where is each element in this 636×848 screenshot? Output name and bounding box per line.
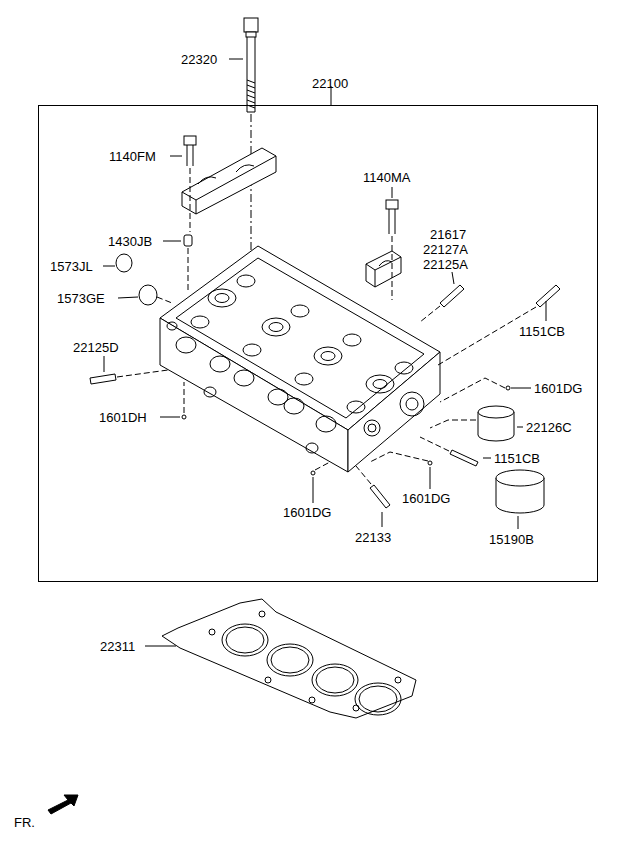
callout-number: 22126C <box>526 420 572 435</box>
cap-bolt <box>386 200 398 234</box>
leader-line <box>511 388 531 389</box>
head-gasket <box>162 599 416 718</box>
leader-line <box>103 266 115 267</box>
leader-line <box>430 467 431 489</box>
assembly-line <box>356 466 371 484</box>
leader-line <box>392 187 393 198</box>
assembly-line <box>420 306 440 322</box>
callout-number: 22125D <box>73 340 119 355</box>
callout-number: FR. <box>14 815 35 830</box>
assembly-line <box>420 437 449 451</box>
callout-number: 22311 <box>100 639 135 654</box>
plug <box>116 254 132 272</box>
assembly-line <box>370 452 428 462</box>
callout-number: 22125A <box>423 257 468 272</box>
assembly-line <box>315 462 330 470</box>
stud <box>536 285 560 307</box>
leader-line <box>518 516 519 529</box>
callout-number: 22320 <box>181 52 217 67</box>
dowel <box>506 386 510 390</box>
leader-line <box>118 297 138 298</box>
callout-number: 1430JB <box>108 234 152 249</box>
callout-number: 22127A <box>423 242 468 257</box>
callout-number: 1151CB <box>494 451 540 466</box>
leader-line <box>163 241 181 242</box>
assembly-line <box>392 236 393 300</box>
dowel-pin <box>184 235 192 246</box>
leader-line <box>104 356 105 372</box>
assembly-line <box>157 297 172 303</box>
plug <box>139 285 157 305</box>
assembly-line <box>117 370 168 377</box>
callout-number: 1601DG <box>534 381 582 396</box>
callout-number: 21617 <box>430 227 466 242</box>
callout-number: 1140FM <box>109 149 156 164</box>
front-arrow <box>48 795 78 814</box>
leader-line <box>546 301 547 321</box>
stud <box>440 285 464 307</box>
leader-line <box>382 512 383 527</box>
assembly-line <box>190 168 191 232</box>
dowel <box>428 461 432 465</box>
stud <box>90 374 116 384</box>
dowel <box>182 415 186 419</box>
stud <box>450 450 478 466</box>
small-bearing-cap <box>366 251 401 287</box>
cylinder-head <box>160 246 440 472</box>
callout-number: 1601DG <box>402 491 450 506</box>
callout-number: 1151CB <box>519 324 565 339</box>
leader-line <box>160 417 180 418</box>
leader-line <box>483 458 491 459</box>
callout-number: 1573GE <box>57 291 105 306</box>
part-number: 22100 <box>312 76 348 91</box>
assembly-line <box>440 378 505 402</box>
leader-line <box>313 477 314 503</box>
dowel <box>311 471 315 475</box>
assembly-line <box>184 382 185 413</box>
callout-number: 1573JL <box>50 259 93 274</box>
callout-number: 15190B <box>489 532 534 547</box>
leader-line <box>452 272 454 284</box>
leader-line <box>170 156 182 157</box>
callout-number: 22133 <box>355 530 391 545</box>
assembly-line <box>188 248 189 290</box>
lifter <box>496 470 544 513</box>
leader-line <box>229 59 243 60</box>
pin <box>370 485 390 508</box>
cap-bolt <box>184 136 196 166</box>
callout-number: 1140MA <box>363 170 410 185</box>
camshaft-bearing-cap <box>182 148 276 214</box>
head-bolt <box>244 18 258 112</box>
tappet <box>478 406 514 441</box>
leader-line <box>145 646 176 647</box>
assembly-line <box>430 420 476 428</box>
leader-line <box>517 427 523 428</box>
callout-number: 1601DH <box>99 410 147 425</box>
callout-number: 1601DG <box>283 505 331 520</box>
